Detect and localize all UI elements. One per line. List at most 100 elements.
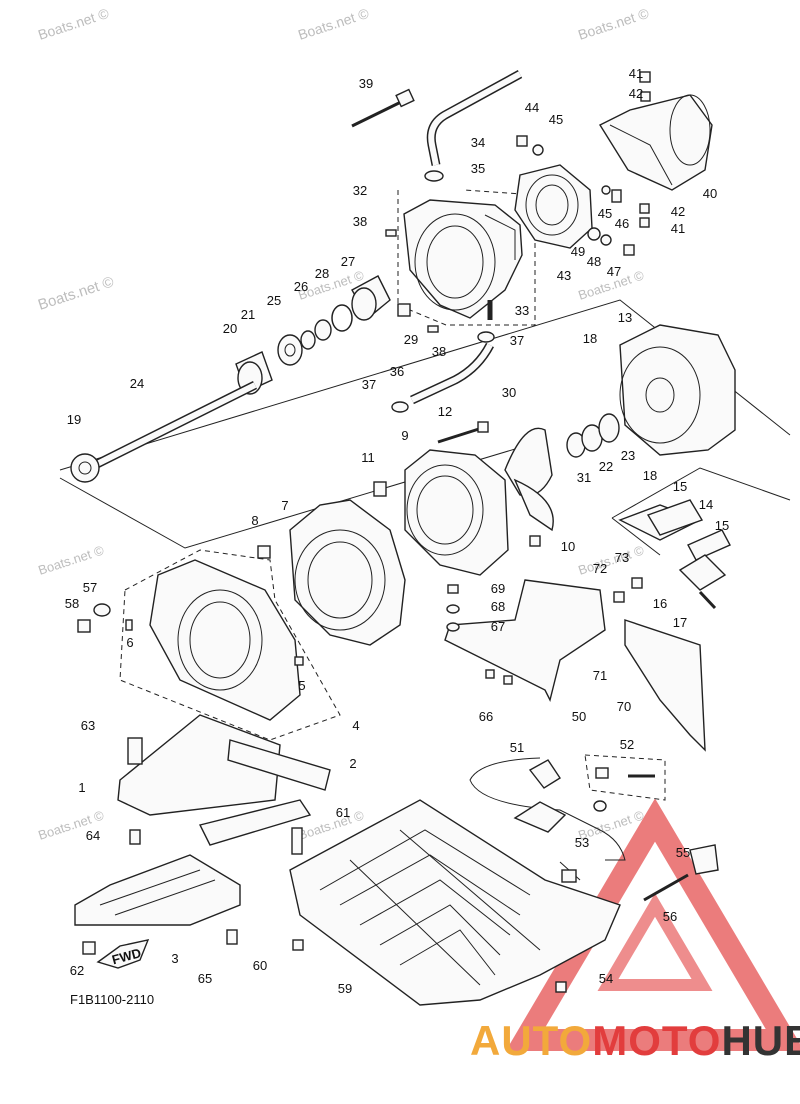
deflector-40 <box>598 94 713 191</box>
bolts-62-64-65 <box>82 829 238 955</box>
bracket-16 <box>678 554 727 610</box>
callout-41: 41 <box>671 221 685 236</box>
plate-55-56 <box>643 844 719 902</box>
callout-53: 53 <box>575 835 589 850</box>
callout-28: 28 <box>315 266 329 281</box>
bolts-54-60-61 <box>291 827 567 993</box>
callout-layer: 1234567891011121314151516171818192021222… <box>65 66 729 996</box>
callout-15: 15 <box>673 479 687 494</box>
callout-55: 55 <box>676 845 690 860</box>
callout-45: 45 <box>598 206 612 221</box>
callout-44: 44 <box>525 100 539 115</box>
watermark: Boats.net © <box>296 5 371 43</box>
callout-35: 35 <box>471 161 485 176</box>
watermark: Boats.net © <box>36 542 106 577</box>
callout-56: 56 <box>663 909 677 924</box>
callout-45: 45 <box>549 112 563 127</box>
callout-12: 12 <box>438 404 452 419</box>
callout-27: 27 <box>341 254 355 269</box>
callout-17: 17 <box>673 615 687 630</box>
callout-43: 43 <box>557 268 571 283</box>
callout-37: 37 <box>510 333 524 348</box>
ride-plate-59 <box>289 799 621 1006</box>
callout-25: 25 <box>267 293 281 308</box>
callout-14: 14 <box>699 497 713 512</box>
callout-36: 36 <box>390 364 404 379</box>
callout-66: 66 <box>479 709 493 724</box>
callout-50: 50 <box>572 709 586 724</box>
callout-34: 34 <box>471 135 485 150</box>
callout-6: 6 <box>126 635 133 650</box>
callout-73: 73 <box>615 550 629 565</box>
fwd-label: FWD <box>110 945 142 967</box>
callout-10: 10 <box>561 539 575 554</box>
callout-4: 4 <box>352 718 359 733</box>
callout-26: 26 <box>294 279 308 294</box>
callout-62: 62 <box>70 963 84 978</box>
cone-27 <box>351 275 391 321</box>
callout-71: 71 <box>593 668 607 683</box>
collar-8 <box>257 545 271 559</box>
callout-69: 69 <box>491 581 505 596</box>
small-fasteners-upper <box>385 71 651 413</box>
bracket-1-2 <box>117 714 331 846</box>
callout-39: 39 <box>359 76 373 91</box>
intake-grate-4 <box>149 559 301 721</box>
callout-49: 49 <box>571 244 585 259</box>
callout-24: 24 <box>130 376 144 391</box>
adapter-7 <box>289 499 406 646</box>
svg-text:AUTOMOTOHUB: AUTOMOTOHUB <box>470 1017 800 1064</box>
clamp-35 <box>424 170 444 182</box>
brand-part-1: AUTO <box>470 1017 592 1064</box>
watermark: Boats.net © <box>36 5 111 43</box>
watermark: Boats.net © <box>36 273 116 313</box>
brand-part-2: MOTO <box>592 1017 721 1064</box>
callout-32: 32 <box>353 183 367 198</box>
callout-30: 30 <box>502 385 516 400</box>
callout-13: 13 <box>618 310 632 325</box>
washers-67-69 <box>446 535 643 632</box>
callout-72: 72 <box>593 561 607 576</box>
brand-wordmark: AUTOMOTOHUB <box>470 1017 800 1064</box>
callout-20: 20 <box>223 321 237 336</box>
callout-47: 47 <box>607 264 621 279</box>
callout-40: 40 <box>703 186 717 201</box>
nuts-57-58 <box>77 603 304 666</box>
brand-part-3: HUB <box>721 1017 800 1064</box>
callout-21: 21 <box>241 307 255 322</box>
callout-58: 58 <box>65 596 79 611</box>
callout-60: 60 <box>253 958 267 973</box>
callout-46: 46 <box>615 216 629 231</box>
nozzle-43 <box>514 164 593 249</box>
bracket-70 <box>624 619 706 752</box>
bracket-71-66 <box>444 579 606 703</box>
callout-11: 11 <box>361 450 375 465</box>
callout-2: 2 <box>349 756 356 771</box>
callout-51: 51 <box>510 740 524 755</box>
callout-1: 1 <box>78 780 85 795</box>
oring-28 <box>331 304 353 332</box>
callout-33: 33 <box>515 303 529 318</box>
callout-7: 7 <box>281 498 288 513</box>
fwd-arrow-icon: FWD <box>96 939 150 969</box>
callout-70: 70 <box>617 699 631 714</box>
callout-5: 5 <box>298 678 305 693</box>
bracket-3 <box>74 854 241 926</box>
bolts-52 <box>595 767 655 779</box>
callout-65: 65 <box>198 971 212 986</box>
impeller-30 <box>504 427 554 532</box>
callout-67: 67 <box>491 619 505 634</box>
hose-36 <box>410 342 494 405</box>
intake-duct-13 <box>619 324 736 456</box>
callout-37: 37 <box>362 377 376 392</box>
callout-22: 22 <box>599 459 613 474</box>
bolt-12 <box>437 421 489 444</box>
callout-48: 48 <box>587 254 601 269</box>
callout-18: 18 <box>643 468 657 483</box>
callout-15: 15 <box>715 518 729 533</box>
callout-42: 42 <box>629 86 643 101</box>
callout-29: 29 <box>404 332 418 347</box>
callout-38: 38 <box>432 344 446 359</box>
watermark: Boats.net © <box>576 542 646 577</box>
watermark-layer: Boats.net © Boats.net © Boats.net © Boats.n… <box>36 5 651 843</box>
